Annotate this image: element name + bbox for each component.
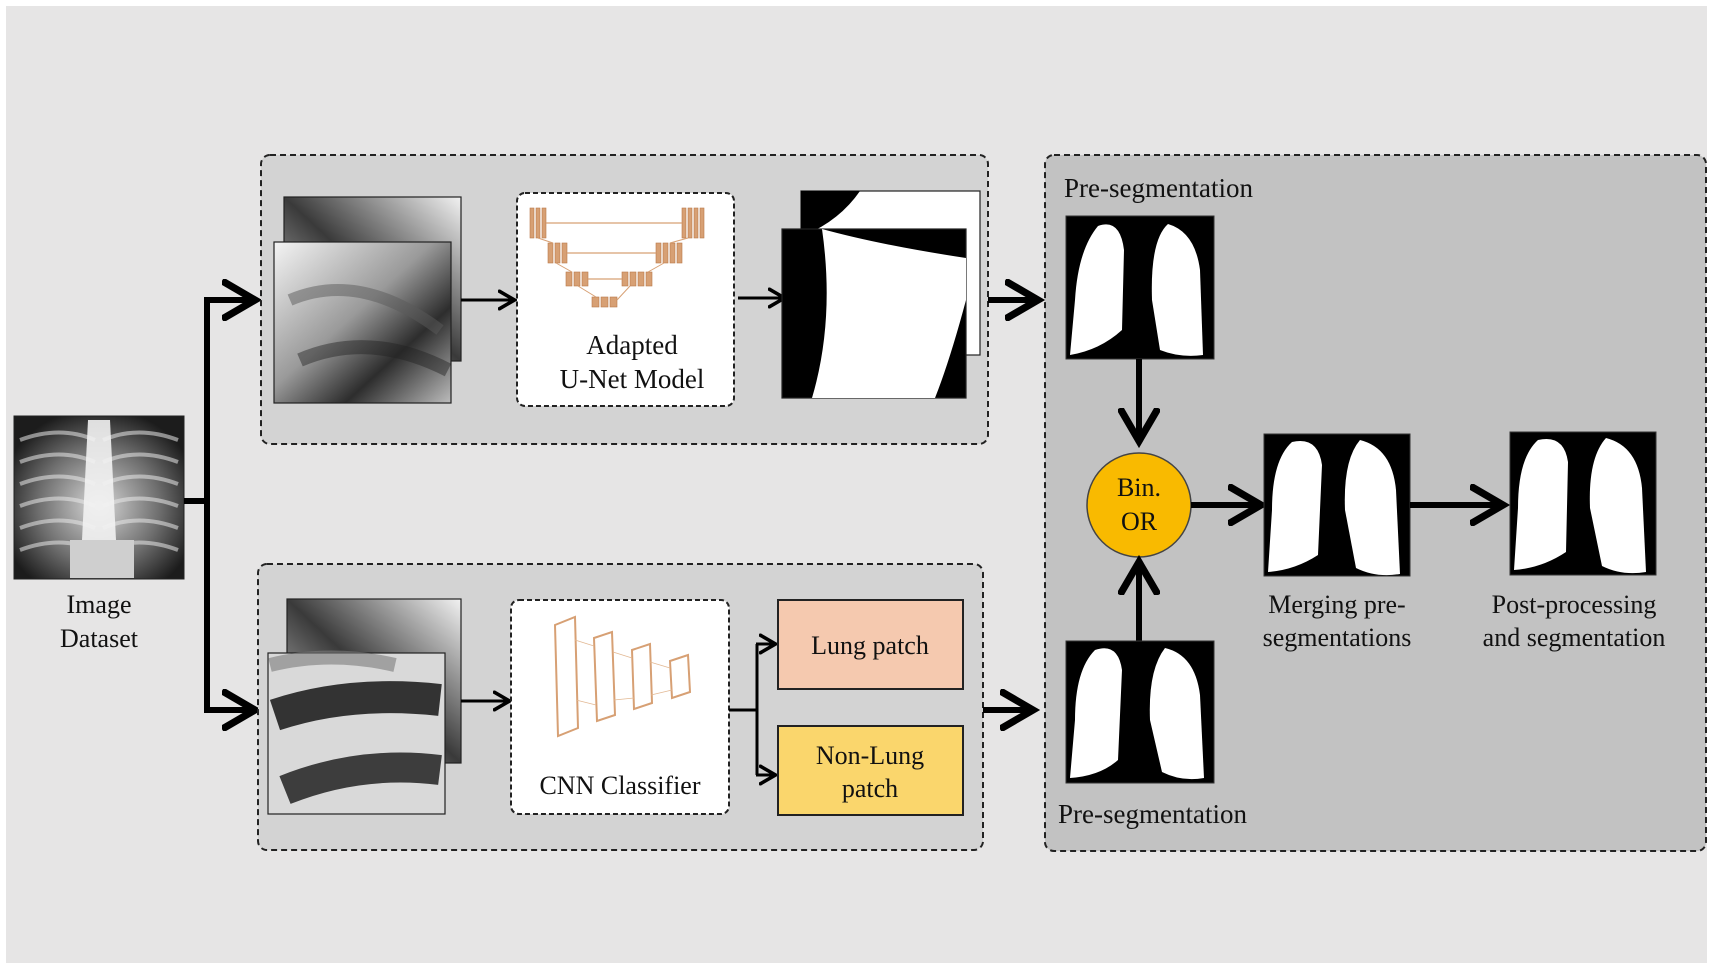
classifier-output-connectors — [729, 644, 774, 775]
or-label-line1: Bin. — [1117, 473, 1161, 502]
presegmentation-bottom-title: Pre-segmentation — [1058, 799, 1247, 829]
lung-patch-box — [777, 599, 964, 690]
branch-connectors — [184, 300, 252, 710]
presegmentation-top-mask — [1065, 215, 1215, 360]
non-lung-patch-label-line1: Non-Lung — [816, 741, 924, 770]
merge-label-line2: segmentations — [1263, 623, 1412, 652]
post-label-line2: and segmentation — [1483, 623, 1666, 652]
non-lung-patch-box — [777, 725, 964, 816]
top-mask-stack — [781, 190, 981, 399]
cnn-layers-icon — [553, 615, 692, 738]
unet-label-line1: Adapted — [586, 330, 678, 360]
bottom-patch-stack — [267, 598, 462, 815]
or-label-line2: OR — [1121, 507, 1158, 536]
post-label-line1: Post-processing — [1492, 590, 1657, 619]
unet-label-line2: U-Net Model — [560, 364, 705, 394]
input-label-line1: Image — [67, 590, 132, 619]
presegmentation-bottom-mask — [1065, 640, 1215, 784]
top-patch-stack — [273, 196, 462, 404]
presegmentation-top-title: Pre-segmentation — [1064, 173, 1253, 203]
binary-or-node — [1086, 452, 1192, 558]
final-segmentation-mask — [1509, 431, 1657, 576]
input-chest-xray — [13, 415, 185, 580]
unet-architecture-icon — [529, 207, 705, 308]
lung-patch-label: Lung patch — [811, 631, 929, 660]
non-lung-patch-label-line2: patch — [842, 774, 898, 803]
input-label-line2: Dataset — [60, 624, 139, 653]
cnn-label: CNN Classifier — [539, 771, 700, 800]
merged-presegmentation-mask — [1263, 433, 1411, 577]
merge-label-line1: Merging pre- — [1268, 590, 1405, 619]
